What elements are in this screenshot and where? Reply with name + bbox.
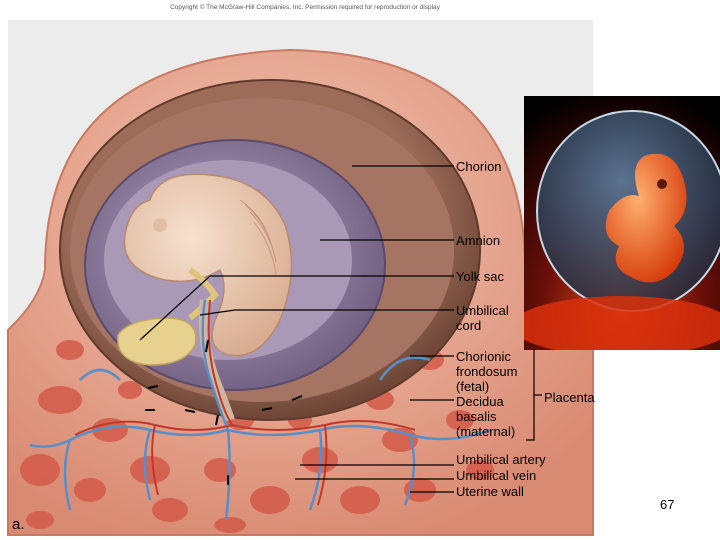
label-yolk-sac: Yolk sac (456, 269, 504, 284)
panel-letter: a. (12, 516, 25, 533)
label-decidua-basalis: Decidua basalis (maternal) (456, 394, 516, 439)
decidua-basalis-tissue (20, 340, 494, 533)
placenta-photo (524, 296, 720, 350)
label-amnion: Amnion (456, 233, 501, 248)
blood-flow-arrows (145, 339, 303, 485)
label-umbilical-cord: Umbilical cord (456, 303, 509, 333)
yolk-sac (117, 317, 197, 366)
label-chorion: Chorion (456, 159, 502, 174)
embryo-somites (239, 199, 277, 276)
label-umbilical-artery: Umbilical artery (456, 452, 546, 467)
label-umbilical-vein: Umbilical vein (456, 468, 537, 483)
leader-lines (139, 165, 542, 493)
copyright-notice: Copyright © The McGraw-Hill Companies, I… (170, 4, 440, 11)
umbilical-vein-branches (29, 299, 491, 521)
yolk-stalk (188, 267, 219, 321)
label-placenta: Placenta (544, 390, 595, 405)
embryo-eye (153, 218, 167, 232)
label-uterine-wall: Uterine wall (456, 484, 524, 499)
label-chorionic-frondosum: Chorionic frondosum (fetal) (456, 349, 518, 394)
page-number: 67 (660, 497, 675, 512)
embryo-photo (524, 96, 720, 350)
